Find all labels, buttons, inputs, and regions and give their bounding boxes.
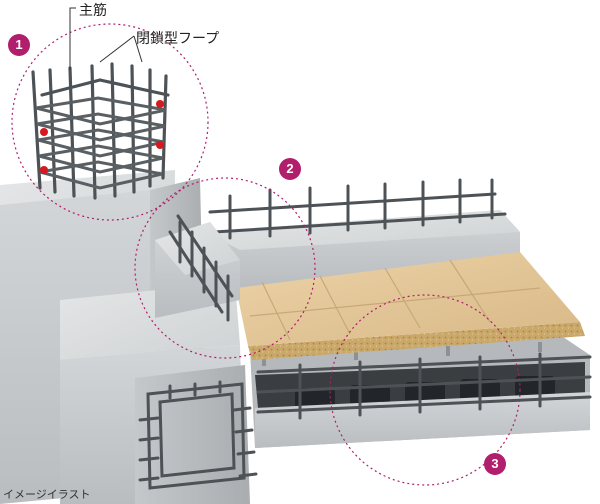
column-closed-hoops — [35, 96, 167, 190]
leader-lines — [69, 7, 143, 70]
closed-hoop-label: 閉鎖型フープ — [136, 31, 220, 47]
hoop-weld-points — [40, 100, 164, 174]
callout-circle-2 — [134, 177, 316, 359]
callout-circle-1 — [11, 23, 209, 221]
marker-2: 2 — [279, 158, 301, 180]
floor-sheathing — [236, 252, 585, 360]
slab-top-rebar — [208, 178, 507, 240]
beam-parapet — [155, 222, 240, 318]
image-caption: イメージイラスト — [3, 488, 91, 501]
main-rebar-label: 主筋 — [79, 3, 107, 19]
callout-circle-3 — [329, 294, 521, 486]
deck-studs — [262, 342, 542, 366]
callout-circles — [11, 23, 521, 486]
deck-rebar — [256, 352, 592, 420]
beam-edge-rebar — [168, 214, 234, 322]
beam-end-rebar — [138, 380, 258, 490]
marker-1: 1 — [8, 34, 30, 56]
marker-3: 3 — [484, 453, 506, 475]
